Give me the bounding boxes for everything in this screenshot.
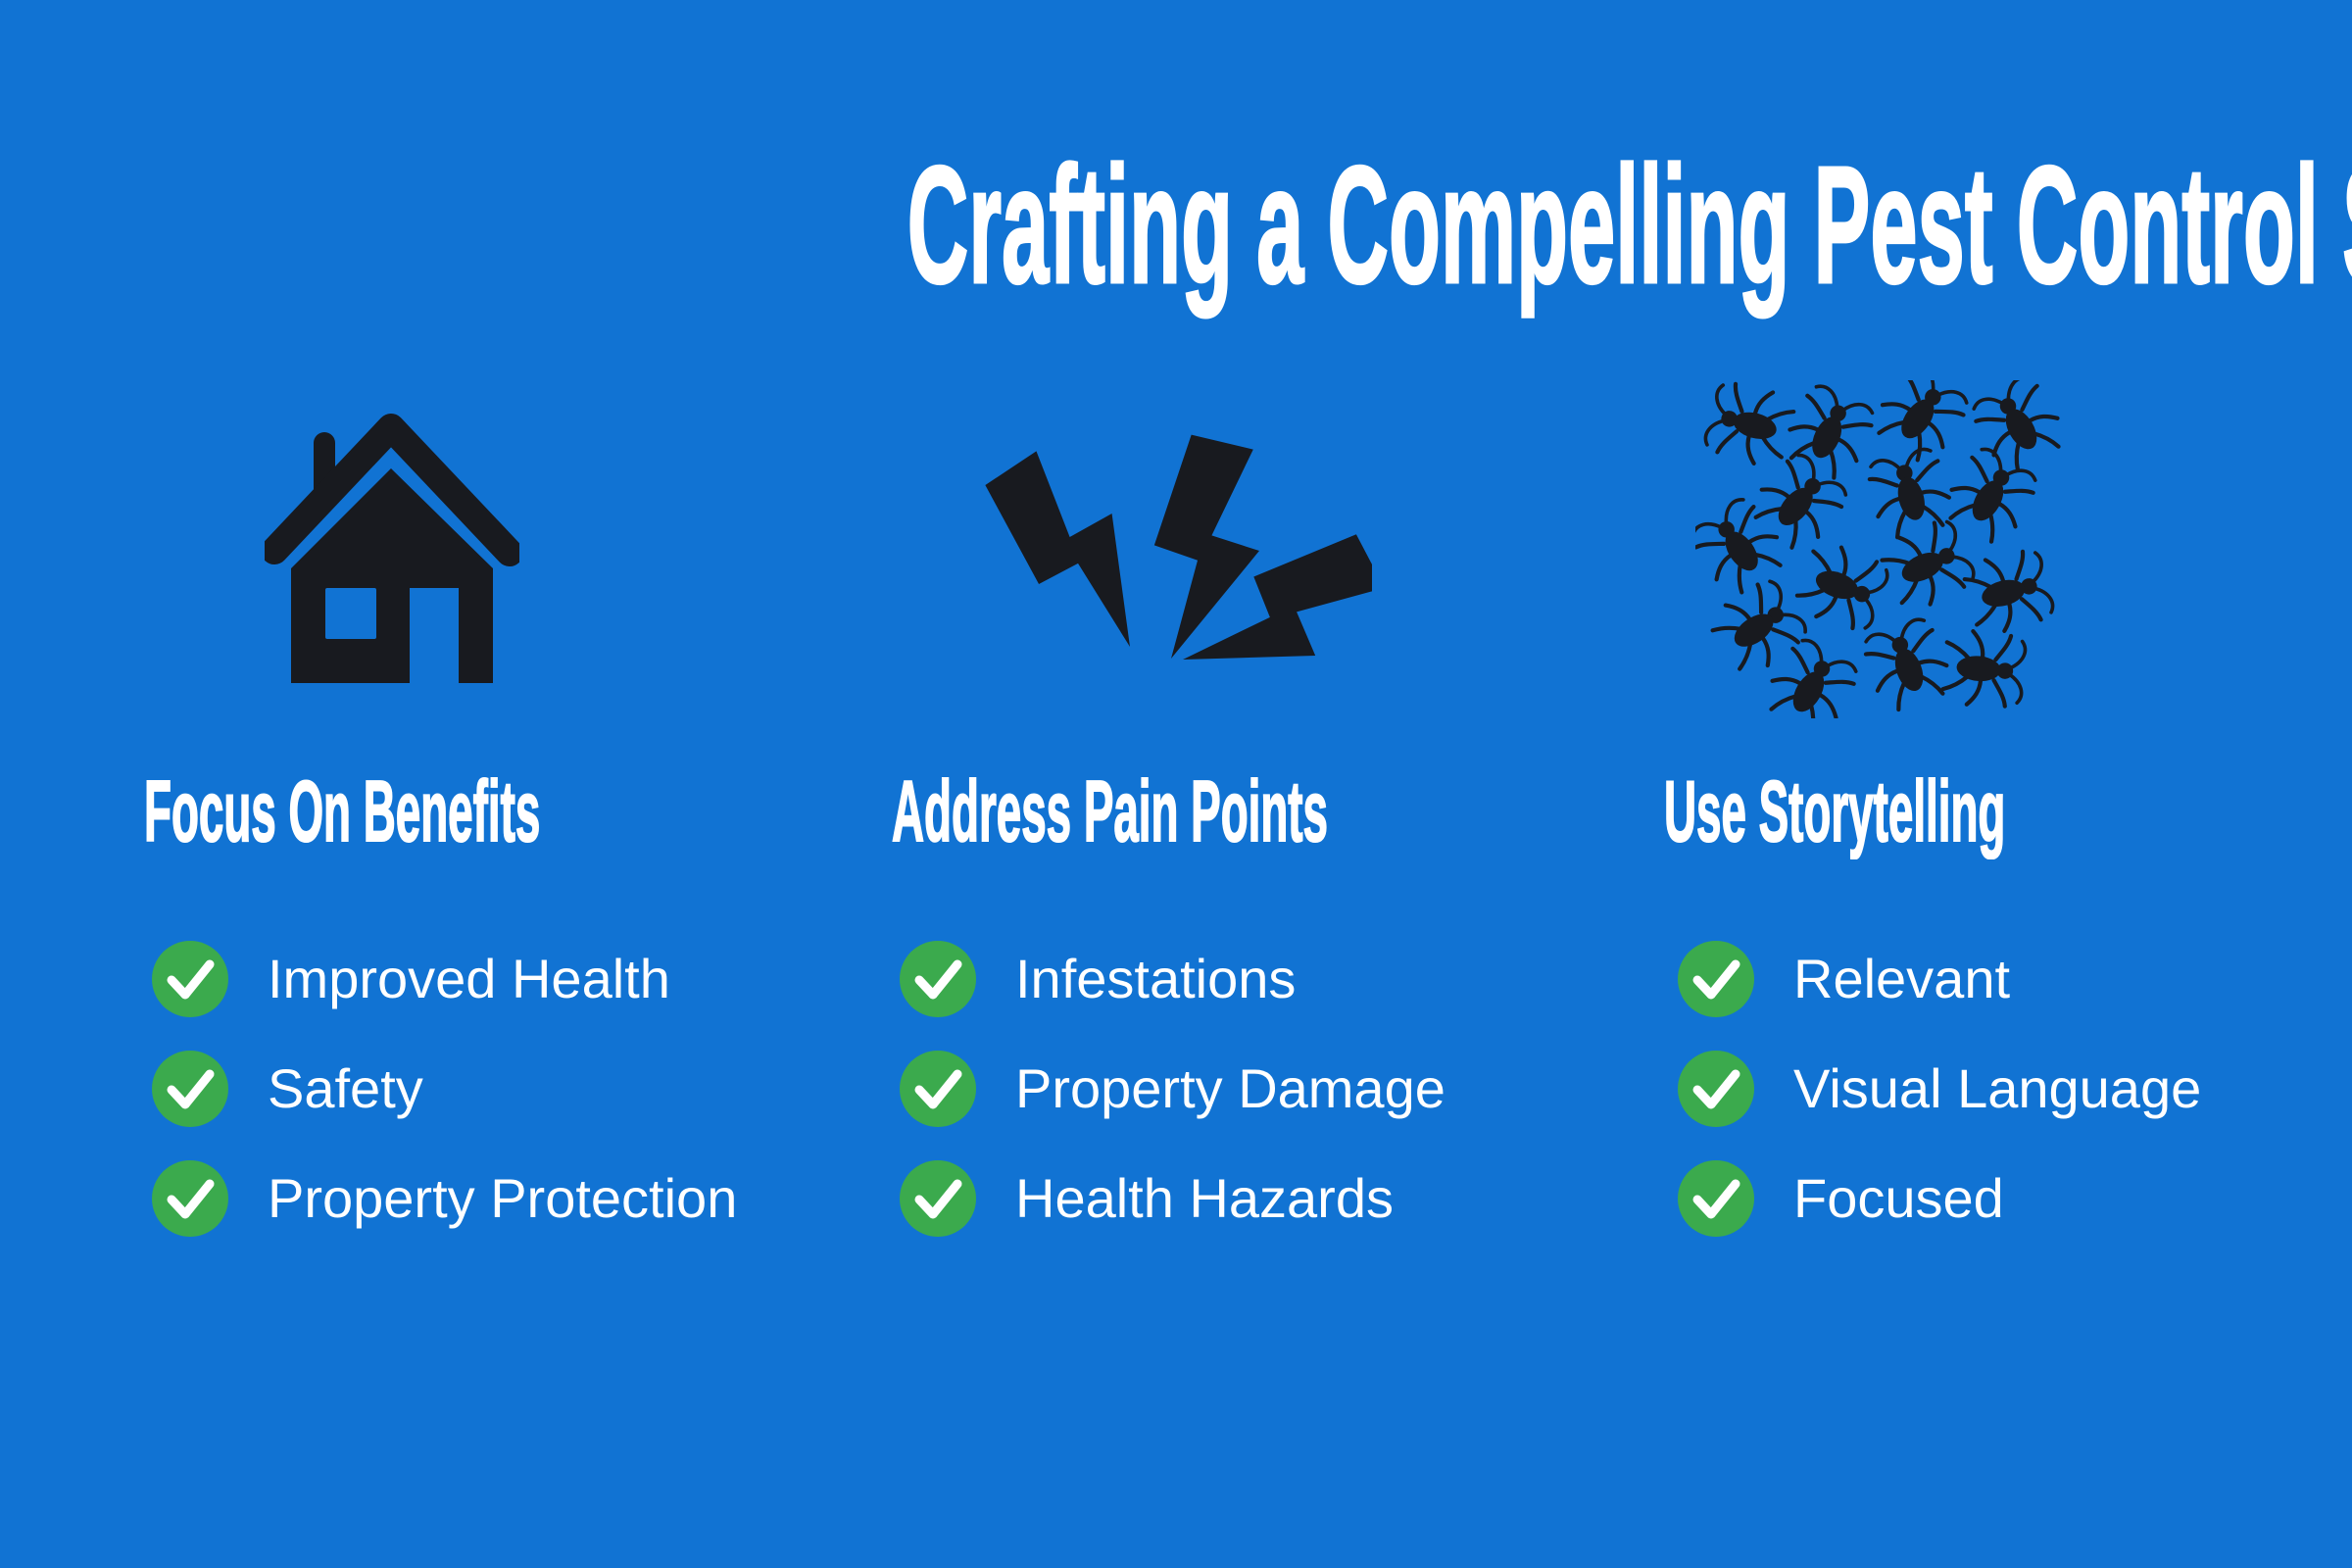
list-item: Property Damage	[900, 1051, 1446, 1127]
cockroach-icon	[1941, 629, 2026, 710]
column-heading-storytelling: Use Storytelling	[1663, 762, 2321, 859]
check-icon	[900, 1051, 976, 1127]
page-title: Crafting a Compelling Pest Control Sales…	[0, 132, 2352, 318]
list-item: Visual Language	[1678, 1051, 2201, 1127]
check-icon	[1678, 1160, 1754, 1237]
benefits-list: Improved Health Safety Property Protecti…	[152, 941, 737, 1270]
house-roof	[265, 414, 519, 566]
list-item: Safety	[152, 1051, 737, 1127]
house-window	[325, 588, 376, 639]
list-item-label: Health Hazards	[1015, 1167, 1394, 1229]
list-item: Infestations	[900, 941, 1446, 1017]
column-heading-storytelling-text: Use Storytelling	[1663, 762, 2006, 859]
cockroach-icon	[1967, 380, 2070, 476]
cockroach-icon	[1760, 635, 1863, 718]
cockroach-icon	[1780, 381, 1880, 483]
list-item: Focused	[1678, 1160, 2201, 1237]
check-icon	[152, 1160, 228, 1237]
cockroach-icon	[1961, 546, 2056, 637]
cockroach-icon	[1792, 539, 1891, 635]
list-item-label: Property Protection	[268, 1167, 738, 1229]
cockroach-icon	[1864, 446, 1955, 541]
house-door	[410, 588, 459, 683]
column-heading-pain-points: Address Pain Points	[891, 762, 1731, 859]
list-item-label: Improved Health	[268, 948, 670, 1009]
check-icon	[152, 941, 228, 1017]
column-heading-pain-points-text: Address Pain Points	[891, 762, 1328, 859]
cockroach-icon	[1868, 380, 1973, 467]
lightning-bolts-icon	[970, 432, 1372, 676]
list-item-label: Property Damage	[1015, 1057, 1446, 1119]
check-icon	[1678, 1051, 1754, 1127]
pain-points-list: Infestations Property Damage Health Haza…	[900, 941, 1446, 1270]
column-heading-benefits: Focus On Benefits	[143, 762, 906, 859]
list-item: Health Hazards	[900, 1160, 1446, 1237]
cockroach-icon	[1745, 449, 1852, 557]
list-item-label: Visual Language	[1793, 1057, 2202, 1119]
cockroach-icon	[1705, 574, 1812, 679]
check-icon	[1678, 941, 1754, 1017]
house-icon	[265, 414, 519, 683]
list-item-label: Focused	[1793, 1167, 2004, 1229]
cockroach-icon	[1877, 515, 1979, 615]
check-icon	[152, 1051, 228, 1127]
list-item-label: Safety	[268, 1057, 423, 1119]
cockroach-icon	[1859, 615, 1955, 714]
column-heading-benefits-text: Focus On Benefits	[143, 762, 541, 859]
list-item-label: Infestations	[1015, 948, 1297, 1009]
list-item: Property Protection	[152, 1160, 737, 1237]
lightning-bolt-left	[970, 435, 1188, 662]
cockroaches-icon	[1695, 380, 2078, 718]
cockroach-icon	[1702, 380, 1797, 469]
list-item: Improved Health	[152, 941, 737, 1017]
page-title-text: Crafting a Compelling Pest Control Sales…	[906, 132, 2352, 318]
check-icon	[900, 1160, 976, 1237]
check-icon	[900, 941, 976, 1017]
list-item: Relevant	[1678, 941, 2201, 1017]
list-item-label: Relevant	[1793, 948, 2011, 1009]
storytelling-list: Relevant Visual Language Focused	[1678, 941, 2201, 1270]
